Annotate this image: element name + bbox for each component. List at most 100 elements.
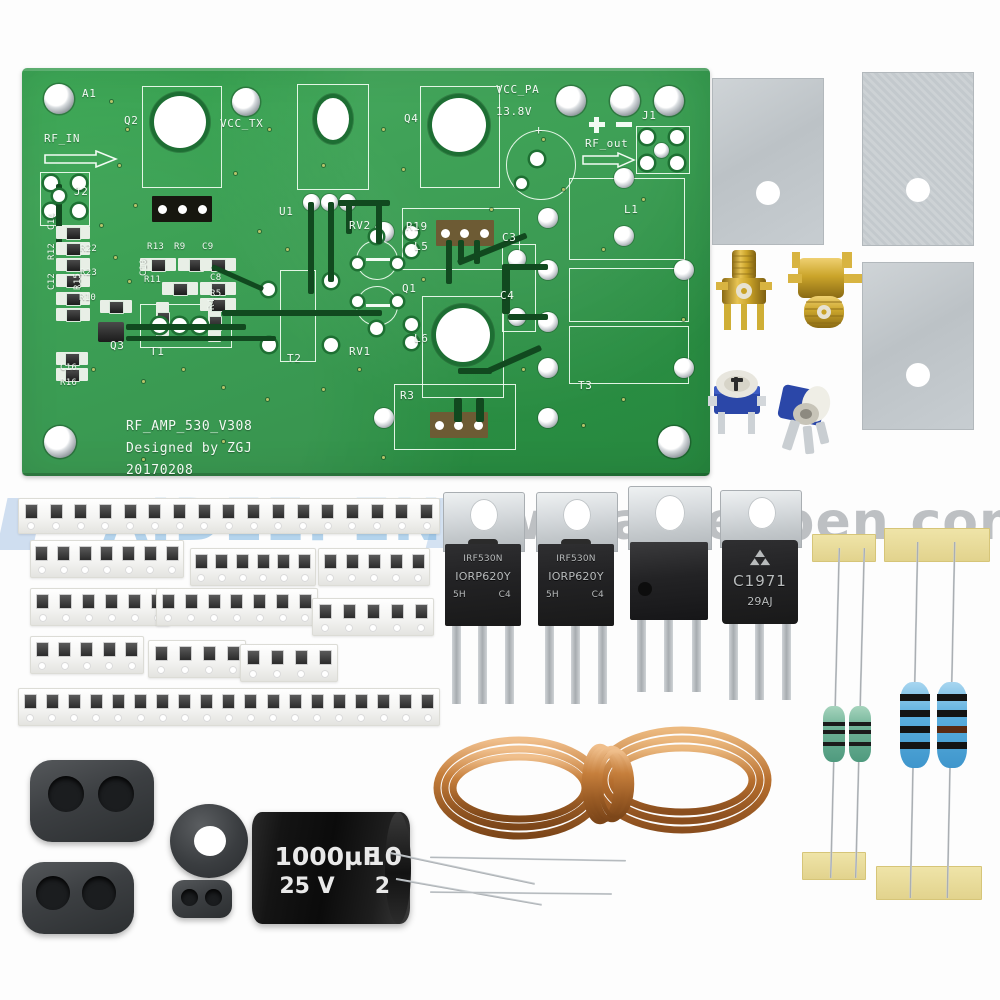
silk-label-r10: R10 <box>79 293 97 303</box>
smd-component <box>57 545 71 561</box>
tape-sprocket-hole <box>269 713 278 722</box>
silk-label-r12: R12 <box>47 242 57 260</box>
tape-sprocket-holes-row <box>31 661 143 670</box>
via <box>382 456 385 459</box>
smd-component <box>414 603 428 619</box>
via <box>234 172 237 175</box>
smd-parts-row <box>31 641 143 657</box>
pad-c4-1 <box>508 250 526 268</box>
via <box>222 440 225 443</box>
capacitor-voltage: 25 V <box>279 874 335 899</box>
binocular-ferrite-core-small <box>172 880 232 918</box>
silk-label-t2: T2 <box>287 352 302 365</box>
transistor-line3: 5H <box>546 590 559 600</box>
pad-t3-1 <box>538 208 558 228</box>
trace-b <box>126 324 246 330</box>
silk-label-j1: J1 <box>642 109 657 122</box>
tape-sprocket-hole <box>48 713 57 722</box>
outline-q1 <box>422 296 504 398</box>
silk-label-c4: C4 <box>500 289 515 302</box>
smd-component <box>67 693 81 709</box>
smd-component <box>154 645 168 661</box>
via <box>134 204 137 207</box>
smd-component <box>226 645 240 661</box>
j2-pad-3 <box>44 204 58 218</box>
tape-sprocket-holes-row <box>319 573 429 582</box>
transistor-line1: IRF530N <box>556 554 596 564</box>
smd-parts-row <box>319 553 429 569</box>
transistor-irf530n-2: IRF530N IORP620Y 5H C4 <box>536 492 618 704</box>
tape-sprocket-holes-row <box>149 665 245 674</box>
tape-sprocket-hole <box>52 521 61 530</box>
hole-q1 <box>436 308 490 362</box>
resistor-tape-bottom <box>876 866 982 900</box>
smd-component <box>332 693 346 709</box>
via <box>322 164 325 167</box>
smd-component <box>298 553 312 569</box>
mounting-hole-top-left <box>44 84 74 114</box>
smd-component <box>122 545 136 561</box>
transistor-leg <box>571 626 581 704</box>
via <box>542 138 545 141</box>
via <box>402 168 405 171</box>
silk-label-u1: U1 <box>279 205 294 218</box>
smd-component <box>98 503 112 519</box>
tape-sprocket-hole <box>345 623 353 632</box>
tape-sprocket-hole <box>321 623 329 632</box>
via <box>100 224 103 227</box>
rv1-pad-c <box>392 296 403 307</box>
silk-label-c9: C9 <box>202 242 214 252</box>
trace-g <box>346 202 352 234</box>
smd-component <box>253 593 267 609</box>
smd-component <box>111 693 125 709</box>
pad-t3-2 <box>538 260 558 280</box>
connector-r13-r9-c9 <box>152 196 212 222</box>
transistor-line1: IRF530N <box>463 554 503 564</box>
silk-label-l1: L1 <box>624 203 639 216</box>
j2-center-pad <box>53 190 65 202</box>
tape-sprocket-hole <box>26 713 35 722</box>
trimmer-potentiometer-2 <box>768 382 840 460</box>
pad-l1-2 <box>614 226 634 246</box>
smd-r15-part <box>66 309 81 322</box>
smd-component <box>143 545 157 561</box>
tape-sprocket-hole <box>150 521 159 530</box>
electrolytic-capacitor: 1000µF 25 V 10 2 <box>252 812 542 924</box>
smd-component <box>165 545 179 561</box>
silk-label-rf_in: RF_IN <box>44 132 81 145</box>
smd-tape-strip <box>156 588 318 626</box>
resistor-band <box>937 726 967 733</box>
smd-component <box>200 693 214 709</box>
resistor-body-green-1 <box>823 706 845 762</box>
smd-parts-row <box>157 593 317 609</box>
j2-pad-2 <box>72 176 86 190</box>
rv2-pad-b <box>352 258 363 269</box>
transistor-legs <box>720 624 800 700</box>
tape-sprocket-hole <box>70 713 79 722</box>
trace-h <box>338 200 390 206</box>
hole-q4 <box>432 98 486 152</box>
silk-label-r5: R5 <box>210 289 222 299</box>
j1-pad-3 <box>640 156 654 170</box>
resistor-band <box>900 694 930 701</box>
smd-component <box>256 553 270 569</box>
smd-component <box>222 693 236 709</box>
via <box>622 398 625 401</box>
smd-component <box>354 693 368 709</box>
smd-component <box>78 545 92 561</box>
smd-component <box>161 593 175 609</box>
tape-sprocket-hole <box>392 573 400 582</box>
transistor-tab-hole <box>470 499 498 531</box>
tape-sprocket-hole <box>105 661 114 670</box>
smd-component <box>298 593 312 609</box>
smd-component <box>270 649 284 665</box>
tape-sprocket-hole <box>373 521 382 530</box>
pad-c3-1 <box>530 152 544 166</box>
outline-c3 <box>506 130 576 200</box>
smd-component <box>125 641 139 657</box>
silk-label-vcc_tx: VCC_TX <box>220 117 264 130</box>
silk-label-c14: C14 <box>47 212 57 230</box>
outline-j1 <box>636 126 690 174</box>
capacitor-end-cap <box>385 812 411 924</box>
smd-c16-part <box>65 353 80 366</box>
